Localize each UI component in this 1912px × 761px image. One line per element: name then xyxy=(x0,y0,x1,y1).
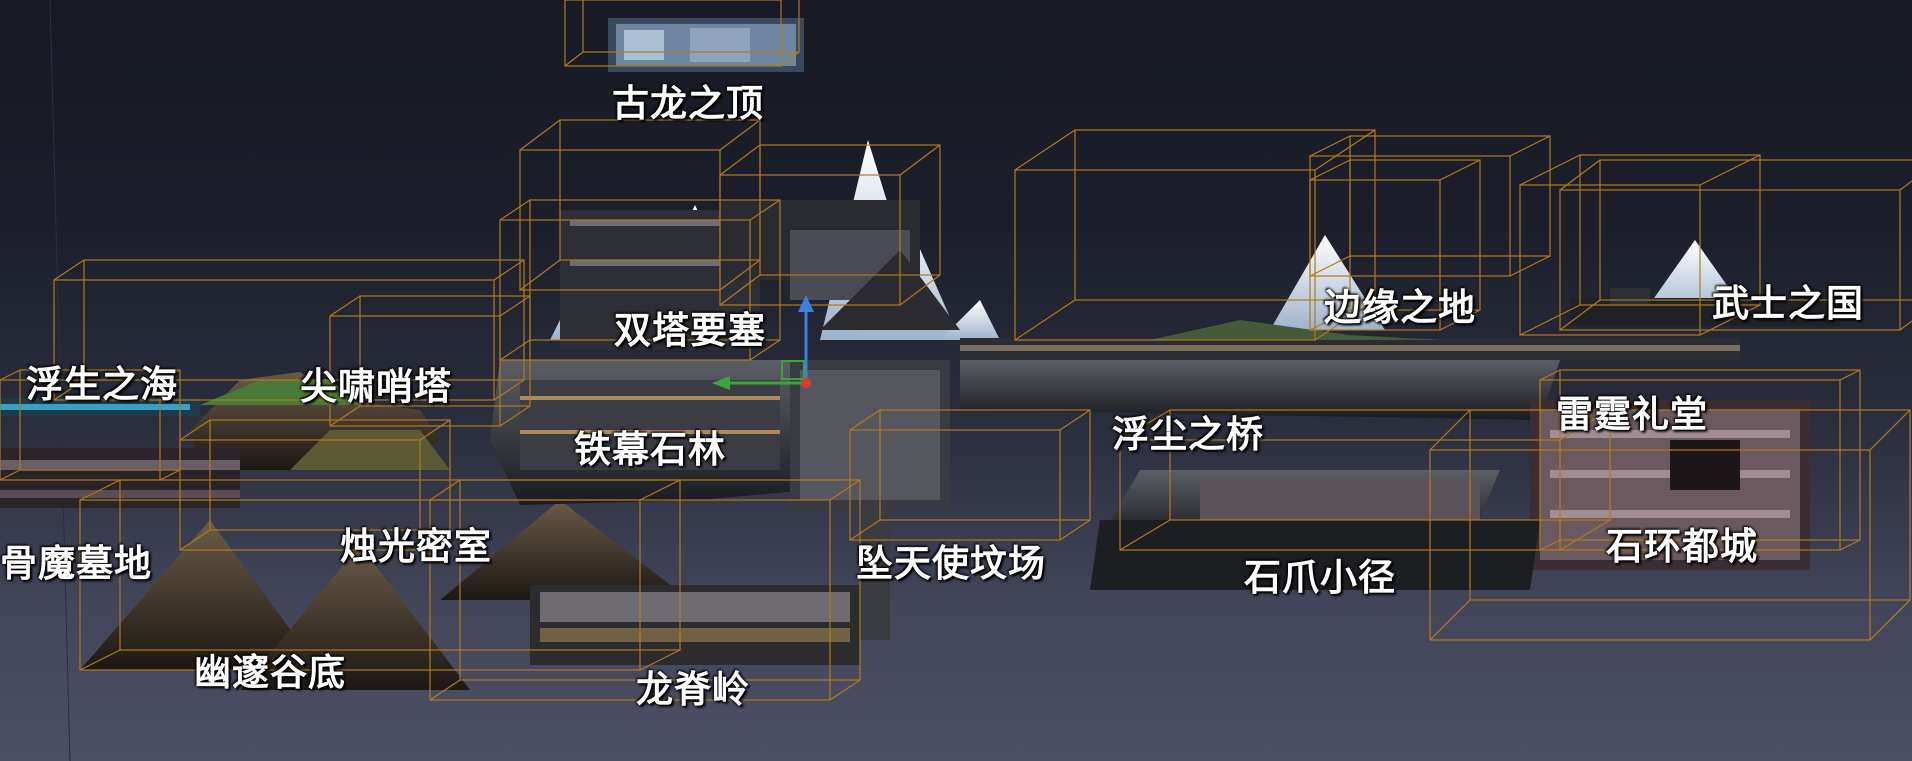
region-label-edge-land[interactable]: 边缘之地 xyxy=(1324,286,1476,329)
region-label-floating-dust-bridge[interactable]: 浮尘之桥 xyxy=(1112,413,1264,456)
region-label-candlelight-chamber[interactable]: 烛光密室 xyxy=(340,525,492,568)
transform-gizmo[interactable] xyxy=(712,295,814,390)
region-label-samurai-kingdom[interactable]: 武士之国 xyxy=(1712,282,1864,325)
gizmo-origin[interactable] xyxy=(801,378,811,388)
region-label-stone-claw-path[interactable]: 石爪小径 xyxy=(1244,556,1396,599)
gizmo-plane-handle[interactable] xyxy=(781,360,805,380)
region-label-floating-life-sea[interactable]: 浮生之海 xyxy=(26,363,178,406)
region-bounds xyxy=(0,0,1912,701)
region-bound-box xyxy=(1519,154,1761,336)
region-label-fallen-angel-arena[interactable]: 坠天使坟场 xyxy=(856,542,1046,585)
region-bound-box xyxy=(1119,409,1611,551)
region-label-thunder-hall[interactable]: 雷霆礼堂 xyxy=(1556,393,1708,436)
region-label-sharp-whistle-tower[interactable]: 尖啸哨塔 xyxy=(300,365,452,408)
region-label-deep-valley-bottom[interactable]: 幽邃谷底 xyxy=(194,651,346,694)
region-bound-box xyxy=(1014,129,1376,341)
region-bound-box xyxy=(1429,409,1911,641)
region-bound-box xyxy=(564,0,800,67)
region-label-ancient-dragon-summit[interactable]: 古龙之顶 xyxy=(612,82,764,125)
region-bound-box xyxy=(329,295,531,427)
region-bound-box xyxy=(499,199,781,361)
region-bound-box xyxy=(1539,369,1861,551)
gizmo-y-arrow[interactable] xyxy=(798,295,814,312)
region-bound-box xyxy=(1309,135,1551,277)
region-bound-box xyxy=(429,479,861,701)
terrain-layer xyxy=(0,18,1840,690)
region-label-iron-curtain-stone-forest[interactable]: 铁幕石林 xyxy=(574,428,726,471)
region-label-twin-tower-fortress[interactable]: 双塔要塞 xyxy=(614,309,766,352)
region-label-stone-ring-city[interactable]: 石环都城 xyxy=(1606,525,1758,568)
region-bound-box xyxy=(179,419,451,551)
region-label-dragon-spine-ridge[interactable]: 龙脊岭 xyxy=(636,668,750,711)
region-bound-box xyxy=(0,369,181,481)
region-label-bone-demon-cemetery[interactable]: 骨魔墓地 xyxy=(0,542,152,585)
gizmo-x-arrow[interactable] xyxy=(712,376,730,390)
region-bound-box xyxy=(849,409,1091,541)
region-bound-box xyxy=(79,479,681,671)
region-bound-box xyxy=(1559,159,1912,331)
region-bound-box xyxy=(53,259,525,401)
